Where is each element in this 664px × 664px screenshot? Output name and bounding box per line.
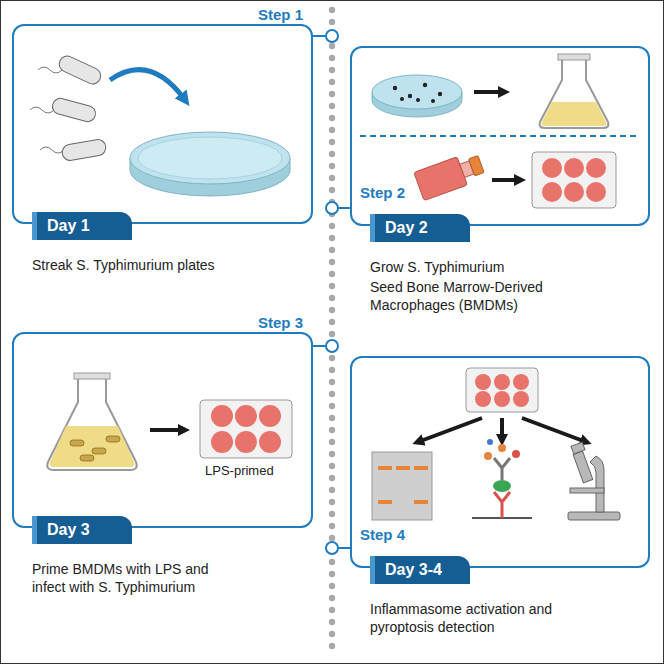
day-label: Day 3-4 <box>375 556 442 584</box>
culture-flask <box>414 150 486 201</box>
timeline-dot <box>329 187 335 193</box>
timeline-dot <box>329 427 335 433</box>
timeline-dot <box>329 451 335 457</box>
caption-group: Streak S. Typhimurium plates <box>32 256 312 276</box>
timeline-dot <box>329 439 335 445</box>
illustration-label: LPS-primed <box>205 463 274 479</box>
step-panel: Prime BMDMs with LPS and infect with S. … <box>12 332 313 528</box>
timeline-dot <box>329 151 335 157</box>
timeline-dot <box>329 379 335 385</box>
step-caption: Inflammasome activation and pyroptosis d… <box>370 600 560 636</box>
arrow <box>474 90 504 94</box>
six-well-plate <box>466 368 538 412</box>
timeline-dot <box>329 175 335 181</box>
timeline-dot <box>329 163 335 169</box>
timeline-dot <box>329 127 335 133</box>
timeline-dot <box>329 259 335 265</box>
day-tab: Day 2 <box>370 214 470 242</box>
step-label: Step 4 <box>358 526 407 544</box>
timeline-dot <box>329 19 335 25</box>
day-tab: Day 3-4 <box>370 556 470 584</box>
timeline-dot <box>329 43 335 49</box>
timeline-dot <box>329 247 335 253</box>
timeline-dot <box>329 223 335 229</box>
timeline-dot <box>329 535 335 541</box>
timeline-dot <box>329 115 335 121</box>
timeline-dot <box>329 103 335 109</box>
timeline-dot <box>329 523 335 529</box>
step-panel: Streak S. Typhimurium platesDay 1 <box>12 24 313 224</box>
six-well-plate <box>200 400 292 458</box>
arrow <box>492 178 520 182</box>
western-blot <box>372 452 432 520</box>
arrows <box>418 418 586 442</box>
timeline-dot <box>329 7 335 13</box>
timeline-dot <box>329 367 335 373</box>
timeline-dot <box>329 499 335 505</box>
timeline-dot <box>329 607 335 613</box>
timeline-dot <box>329 463 335 469</box>
timeline-dot <box>329 235 335 241</box>
step-caption: Prime BMDMs with LPS and infect with S. … <box>32 560 232 596</box>
divider <box>360 135 640 137</box>
timeline-dot <box>329 511 335 517</box>
timeline-dot <box>329 307 335 313</box>
timeline-dot <box>329 139 335 145</box>
timeline-dot <box>329 403 335 409</box>
timeline-dot <box>329 619 335 625</box>
timeline-dot <box>329 583 335 589</box>
timeline-dot <box>329 355 335 361</box>
caption-group: Grow S. TyphimuriumSeed Bone Marrow-Deri… <box>370 258 580 316</box>
timeline-dot <box>329 631 335 637</box>
step-label: Step 3 <box>256 314 305 332</box>
timeline-dot <box>329 91 335 97</box>
arrow <box>150 428 184 432</box>
day-tab: Day 1 <box>32 212 132 240</box>
day-label: Day 1 <box>37 212 90 240</box>
timeline-dot <box>329 283 335 289</box>
petri-dish <box>130 132 290 196</box>
elisa <box>472 439 532 518</box>
timeline-dot <box>329 571 335 577</box>
infected-flask <box>47 373 137 470</box>
microscope <box>568 442 620 520</box>
timeline-dot <box>329 67 335 73</box>
day-label: Day 2 <box>375 214 428 242</box>
timeline-dot <box>329 595 335 601</box>
caption-group: Inflammasome activation and pyroptosis d… <box>370 600 560 638</box>
timeline-dot <box>329 391 335 397</box>
timeline-dot <box>329 271 335 277</box>
step-caption: Streak S. Typhimurium plates <box>32 256 312 274</box>
timeline-dot <box>329 319 335 325</box>
day-label: Day 3 <box>37 516 90 544</box>
timeline-dot <box>329 331 335 337</box>
timeline-dot <box>329 643 335 649</box>
timeline-dot <box>329 559 335 565</box>
colony-dish <box>372 75 462 117</box>
timeline-dot <box>329 295 335 301</box>
step-label: Step 1 <box>256 6 305 24</box>
timeline-dot <box>329 415 335 421</box>
timeline-dot <box>329 79 335 85</box>
six-well-plate <box>532 152 616 208</box>
flask <box>540 54 609 128</box>
timeline-dot <box>329 487 335 493</box>
step-caption: Seed Bone Marrow-Derived Macrophages (BM… <box>370 278 580 314</box>
step-markers <box>313 30 350 554</box>
timeline-dot <box>329 55 335 61</box>
step-caption: Grow S. Typhimurium <box>370 258 580 276</box>
timeline-dot <box>329 475 335 481</box>
step-label: Step 2 <box>358 184 407 202</box>
caption-group: Prime BMDMs with LPS and infect with S. … <box>32 560 232 598</box>
day-tab: Day 3 <box>32 516 132 544</box>
